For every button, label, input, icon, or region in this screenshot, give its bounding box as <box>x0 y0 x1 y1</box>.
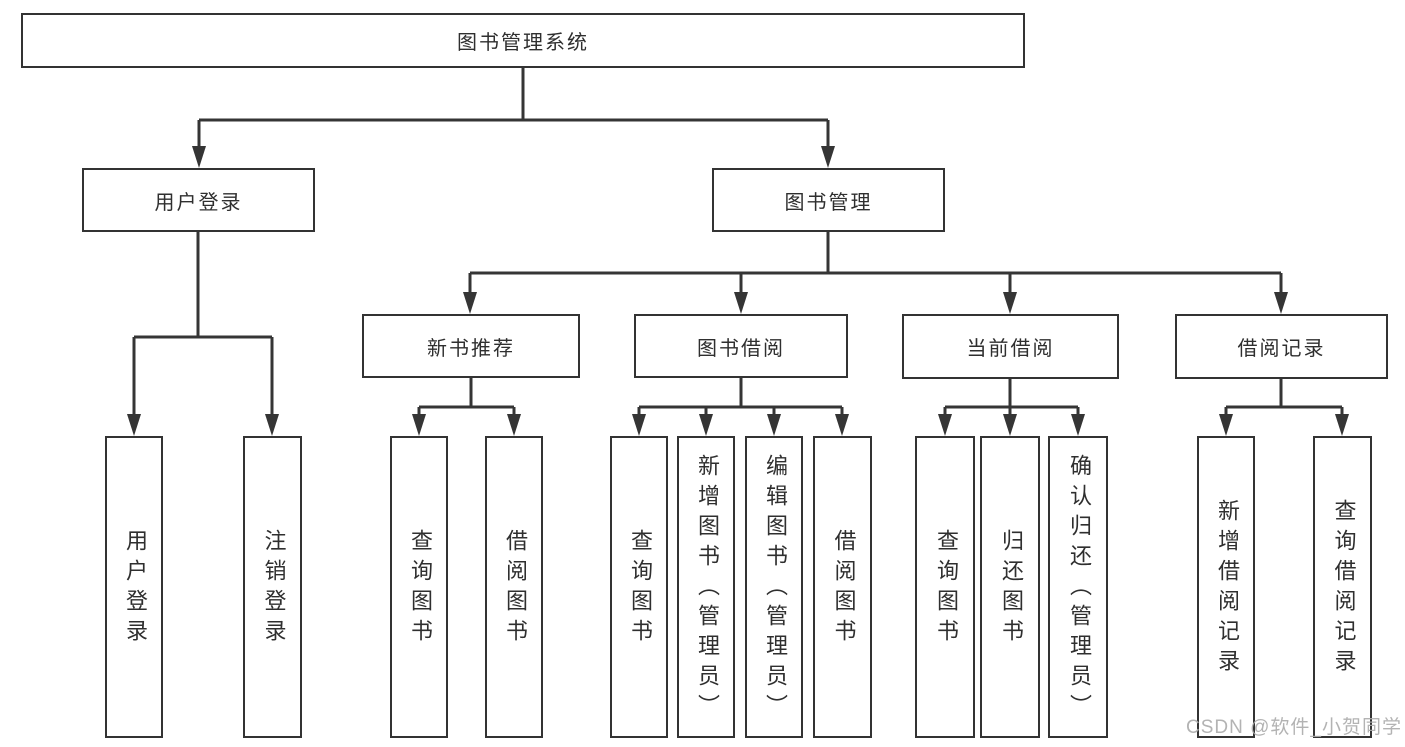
node-book-borrow: 图书借阅 <box>634 314 848 378</box>
arrowhead <box>632 414 646 436</box>
leaf-add-borrow-record: 新增借阅记录 <box>1197 436 1255 738</box>
arrowhead <box>265 414 279 436</box>
arrowhead <box>699 414 713 436</box>
arrowhead <box>1274 292 1288 314</box>
arrowhead <box>767 414 781 436</box>
csdn-watermark: CSDN @软件_小贺同学 <box>1186 717 1402 738</box>
leaf-borrow-books-recommend: 借阅图书 <box>485 436 543 738</box>
arrowhead <box>734 292 748 314</box>
arrowhead <box>1219 414 1233 436</box>
node-library-system: 图书管理系统 <box>21 13 1025 68</box>
leaf-edit-books-admin: 编辑图书（管理员） <box>745 436 803 738</box>
leaf-logout: 注销登录 <box>243 436 302 738</box>
arrowhead <box>821 146 835 168</box>
arrowhead <box>835 414 849 436</box>
node-current-borrow: 当前借阅 <box>902 314 1119 379</box>
node-new-book-recommend: 新书推荐 <box>362 314 580 378</box>
arrowhead <box>1335 414 1349 436</box>
leaf-return-books: 归还图书 <box>980 436 1040 738</box>
arrowhead <box>938 414 952 436</box>
leaf-confirm-return-admin: 确认归还（管理员） <box>1048 436 1108 738</box>
node-borrow-records: 借阅记录 <box>1175 314 1388 379</box>
leaf-user-login: 用户登录 <box>105 436 163 738</box>
arrowhead <box>507 414 521 436</box>
arrowhead <box>1071 414 1085 436</box>
arrowhead <box>1003 414 1017 436</box>
node-user-login: 用户登录 <box>82 168 315 232</box>
leaf-query-books-borrow: 查询图书 <box>610 436 668 738</box>
arrowhead <box>1003 292 1017 314</box>
node-book-management: 图书管理 <box>712 168 945 232</box>
arrowhead <box>127 414 141 436</box>
arrowhead <box>412 414 426 436</box>
leaf-query-borrow-record: 查询借阅记录 <box>1313 436 1372 738</box>
leaf-add-books-admin: 新增图书（管理员） <box>677 436 735 738</box>
leaf-borrow-books: 借阅图书 <box>813 436 872 738</box>
arrowhead <box>192 146 206 168</box>
leaf-query-books-recommend: 查询图书 <box>390 436 448 738</box>
arrowhead <box>463 292 477 314</box>
leaf-query-books-current: 查询图书 <box>915 436 975 738</box>
